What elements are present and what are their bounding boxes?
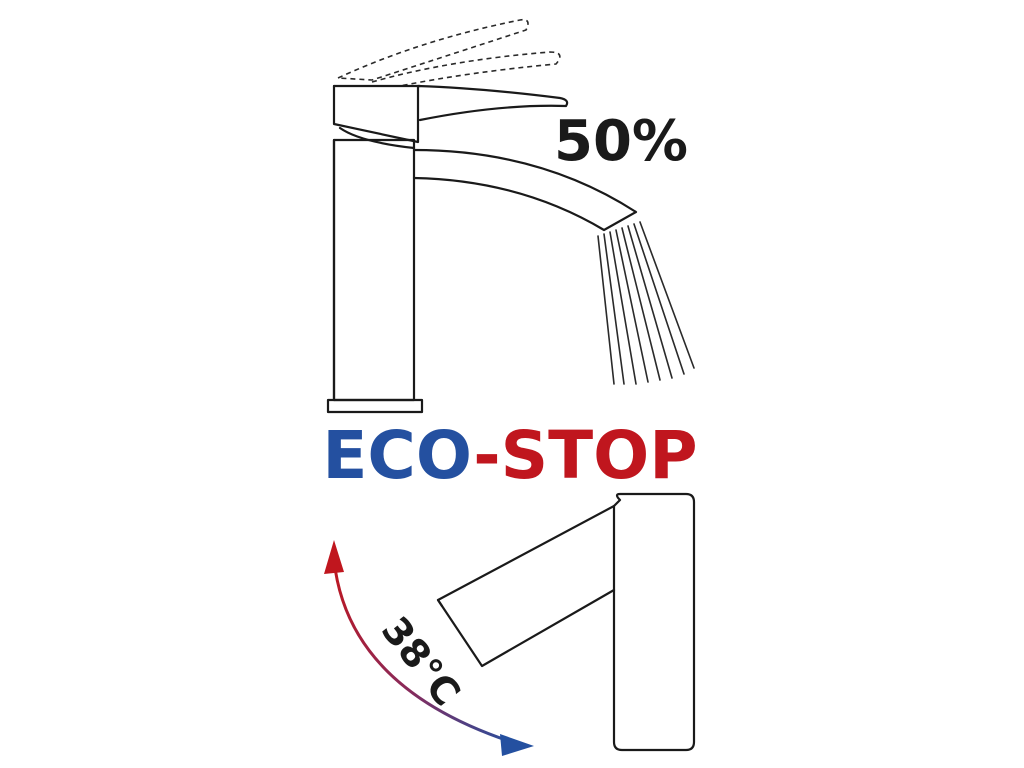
eco-word: ECO [322,417,473,494]
stop-word: STOP [501,417,698,494]
temperature-arrow: 38°C [324,540,534,756]
faucet-spout [412,148,638,232]
temperature-arc [332,559,519,746]
faucet-front-lever [436,504,616,668]
flow-percentage-label: 50% [554,109,688,174]
faucet-base [326,398,424,414]
lever-ghost-high [337,18,529,81]
eco-stop-title: ECO-STOP [322,417,697,494]
water-stream [597,221,695,385]
faucet-front-lever-end [436,598,444,608]
eco-hyphen: - [473,417,500,494]
faucet-front-body [612,492,696,752]
arrow-right-icon [500,734,534,756]
faucet-lever [332,84,569,144]
faucet-body [332,138,416,402]
arrow-up-icon [324,540,344,574]
lever-ghost-mid [371,51,561,87]
faucet-front-view [436,492,696,752]
faucet-side-view: 50% [326,18,695,414]
